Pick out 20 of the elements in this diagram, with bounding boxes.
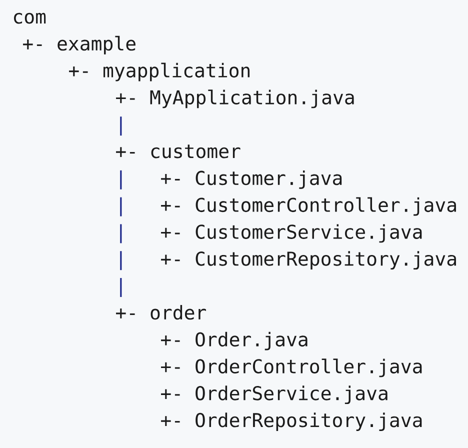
tree-branch-line: | [120,278,122,297]
tree-branch-line: | [120,224,122,244]
tree-entry: +- CustomerController.java [161,197,456,216]
tree-entry: +- example [23,36,136,54]
tree-entry: com [14,12,46,24]
tree-entry: +- order [116,304,206,320]
tree-entry: +- CustomerService.java [161,224,422,243]
tree-entry: +- OrderRepository.java [161,412,422,431]
tree-branch-line: | [120,251,122,270]
tree-branch-line: | [120,116,122,136]
tree-branch-line: | [120,170,122,190]
tree-branch-line: | [120,197,122,216]
tree-entry: +- CustomerRepository.java [161,251,456,270]
tree-entry: +- customer [116,144,240,158]
tree-entry: +- myapplication [69,62,250,82]
tree-entry: +- OrderController.java [161,358,422,378]
tree-entry: +- MyApplication.java [116,90,354,108]
tree-entry: +- Customer.java [161,170,342,189]
tree-entry: +- OrderService.java [161,386,388,404]
tree-entry: +- Order.java [161,332,308,350]
